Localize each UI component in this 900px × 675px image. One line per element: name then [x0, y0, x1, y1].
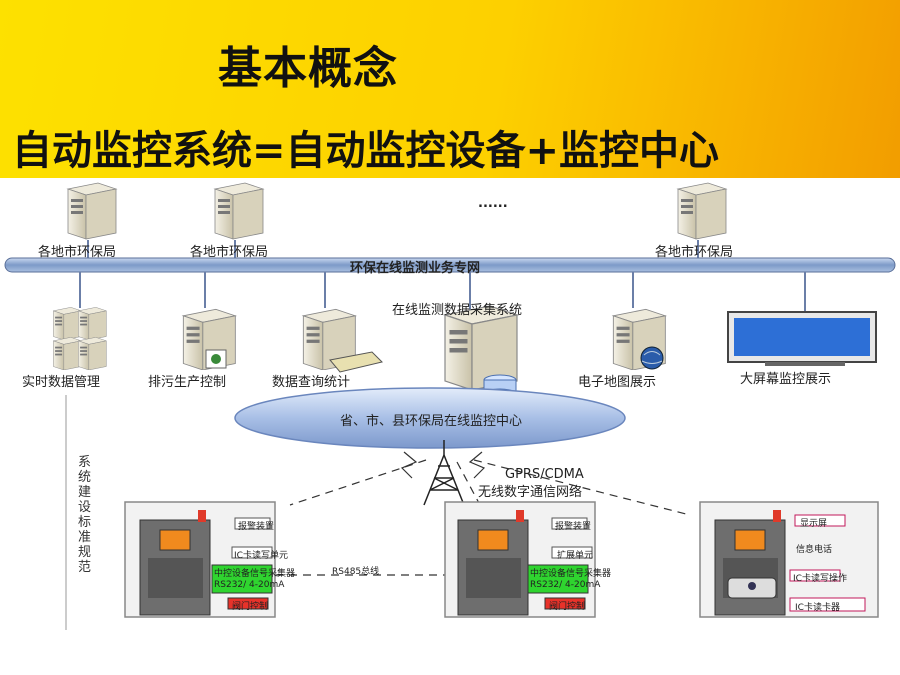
antenna-tower-icon [423, 440, 465, 506]
station-a-tag: 报警装置 [238, 522, 275, 532]
station-b [444, 501, 596, 618]
station-c-red: IC卡读卡器 [795, 603, 840, 613]
station-a [124, 501, 276, 618]
station-b-collector: 中控设备信号采集器 [530, 569, 612, 579]
slide-subtitle: 自动监控系统=自动监控设备+监控中心 [12, 128, 720, 174]
server-icon [67, 182, 117, 240]
rs485-label: RS485总线 [332, 567, 380, 577]
station-b-interface: RS232/ 4-20mA [530, 580, 601, 590]
station-b-red: 阀门控制 [549, 602, 586, 612]
module-label: 实时数据管理 [22, 375, 101, 390]
station-c-tag: IC卡读写操作 [793, 574, 847, 584]
monitor-display-icon [727, 311, 877, 366]
module-label: 大屏幕监控展示 [740, 372, 832, 387]
top-server-label: 各地市环保局 [38, 245, 117, 260]
module-label: 排污生产控制 [148, 375, 227, 390]
network-bus-label: 环保在线监测业务专网 [350, 261, 481, 276]
realtime-data-icon [52, 307, 107, 370]
server-icon [677, 182, 727, 240]
station-a-tag: IC卡读写单元 [234, 551, 288, 561]
server-icon [214, 182, 264, 240]
center-label: 省、市、县环保局在线监控中心 [340, 414, 523, 429]
title-banner [0, 0, 900, 178]
slide-title: 基本概念 [218, 43, 398, 94]
wireless-label-2: 无线数字通信网络 [478, 485, 583, 500]
architecture-diagram [4, 182, 896, 630]
station-c-tag: 显示屏 [800, 519, 828, 529]
collection-system-label: 在线监测数据采集系统 [392, 303, 523, 318]
top-server-label: 各地市环保局 [190, 245, 269, 260]
station-c [699, 501, 879, 618]
module-label: 电子地图展示 [578, 375, 657, 390]
network-bus [4, 257, 896, 273]
ellipsis: ...... [478, 196, 508, 211]
station-a-red: 阀门控制 [232, 602, 269, 612]
wireless-label-1: GPRS/CDMA [505, 467, 584, 482]
station-b-tag: 报警装置 [555, 522, 592, 532]
monitoring-center [234, 387, 626, 449]
side-label: 系统建设标准规范 [78, 455, 92, 575]
module-label: 数据查询统计 [272, 375, 351, 390]
station-c-tag: 信息电话 [796, 545, 833, 555]
top-server-label: 各地市环保局 [655, 245, 734, 260]
station-b-tag: 扩展单元 [557, 551, 594, 561]
station-a-collector: 中控设备信号采集器 [214, 569, 296, 579]
station-a-interface: RS232/ 4-20mA [214, 580, 285, 590]
